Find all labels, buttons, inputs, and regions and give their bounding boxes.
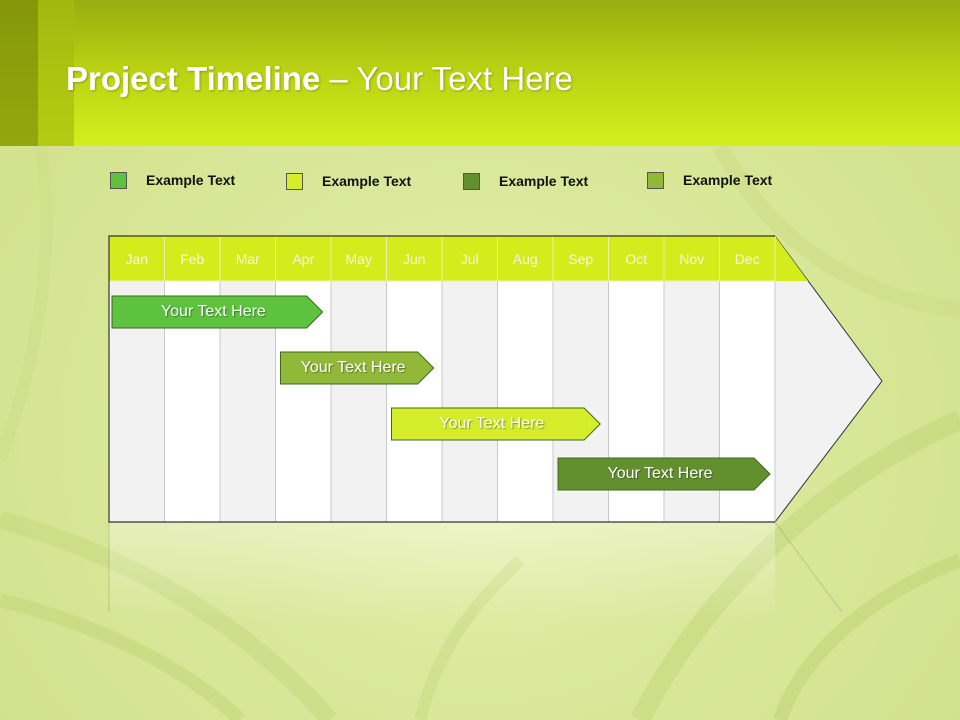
legend-swatch bbox=[110, 172, 127, 189]
month-label: May bbox=[346, 251, 372, 267]
month-header-cell bbox=[164, 235, 221, 282]
legend-swatch bbox=[463, 173, 480, 190]
task-bar bbox=[111, 295, 324, 329]
month-label: Jan bbox=[125, 251, 148, 267]
task-label[interactable]: Your Text Here bbox=[439, 415, 545, 432]
timeline-border bbox=[108, 235, 775, 523]
month-label: Dec bbox=[735, 251, 760, 267]
legend-label: Example Text bbox=[499, 173, 589, 189]
month-header-cell bbox=[552, 235, 609, 282]
task-bar bbox=[557, 457, 771, 491]
slide-title[interactable]: Project Timeline – Your Text Here bbox=[66, 60, 573, 98]
month-label: Mar bbox=[236, 251, 260, 267]
title-banner: Project Timeline – Your Text Here bbox=[0, 0, 960, 146]
legend-swatch bbox=[647, 172, 664, 189]
legend-label: Example Text bbox=[683, 172, 773, 188]
month-label: Jul bbox=[461, 251, 479, 267]
month-column bbox=[386, 280, 443, 523]
title-rest: – Your Text Here bbox=[320, 60, 573, 97]
month-column bbox=[497, 280, 554, 523]
timeline-reflection-edge bbox=[774, 521, 843, 613]
legend-label: Example Text bbox=[322, 173, 412, 189]
task-label[interactable]: Your Text Here bbox=[300, 359, 406, 376]
banner-accent-bar bbox=[38, 0, 74, 146]
task-label[interactable]: Your Text Here bbox=[607, 465, 713, 482]
task-label[interactable]: Your Text Here bbox=[160, 303, 266, 320]
month-label: Oct bbox=[625, 251, 647, 267]
month-header-cell bbox=[719, 235, 776, 282]
timeline-arrow-header bbox=[775, 236, 808, 281]
month-label: Sep bbox=[568, 251, 593, 267]
task-bar bbox=[280, 351, 435, 385]
banner-accent-bar bbox=[0, 0, 38, 146]
month-column bbox=[441, 280, 498, 523]
timeline-reflection bbox=[109, 522, 775, 622]
title-bold: Project Timeline bbox=[66, 60, 321, 97]
month-label: Feb bbox=[180, 251, 204, 267]
month-label: Apr bbox=[292, 251, 314, 267]
month-header-cell bbox=[497, 235, 554, 282]
month-label: Aug bbox=[513, 251, 538, 267]
month-header-cell bbox=[108, 235, 165, 282]
task-bar bbox=[391, 407, 601, 441]
legend-label: Example Text bbox=[146, 172, 236, 188]
month-column bbox=[330, 280, 387, 523]
month-label: Nov bbox=[679, 251, 704, 267]
month-label: Jun bbox=[403, 251, 426, 267]
month-header-cell bbox=[275, 235, 332, 282]
legend-swatch bbox=[286, 173, 303, 190]
